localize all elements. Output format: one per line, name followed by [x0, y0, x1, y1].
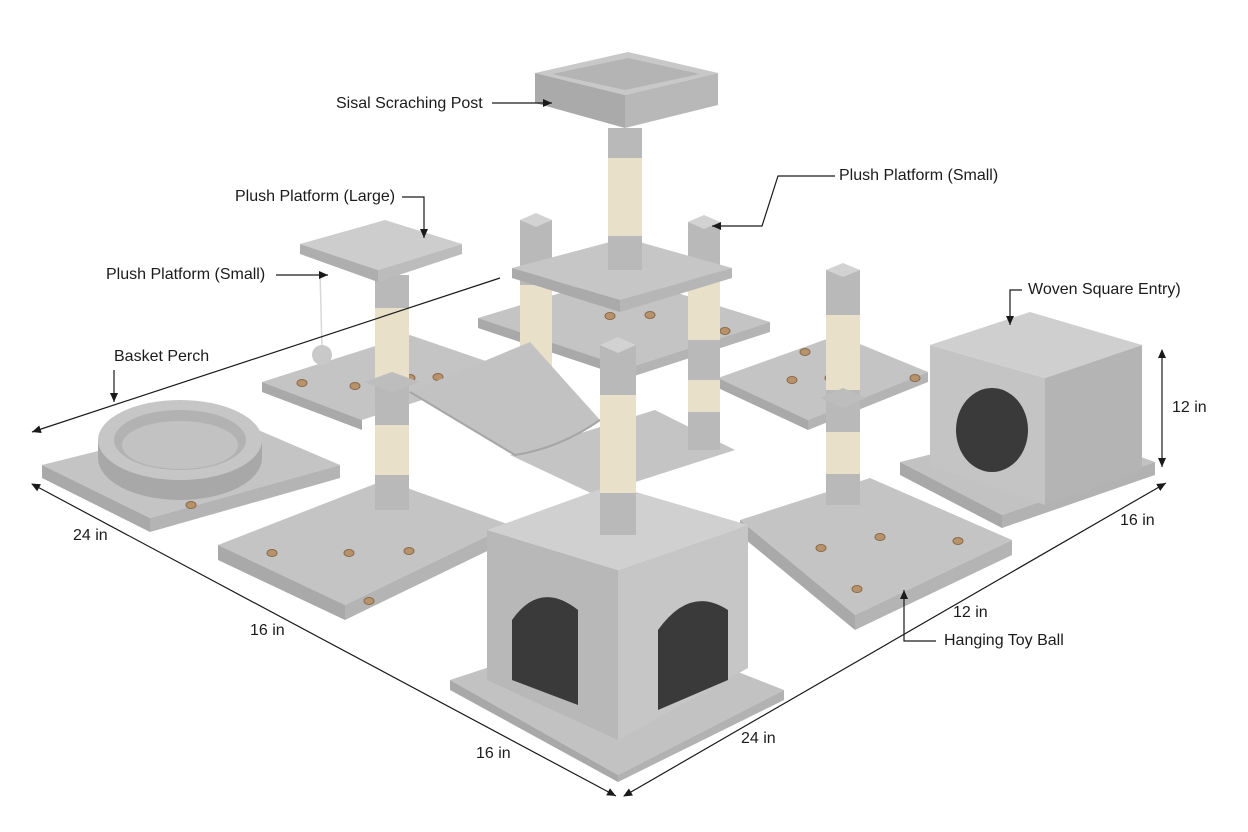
hammock [409, 342, 601, 457]
label-plush-platform-small-left: Plush Platform (Small) [106, 266, 266, 283]
basket-perch-bed [98, 400, 262, 500]
dimension-box-height: 12 in [1172, 399, 1207, 416]
platform-right-back [718, 335, 928, 430]
label-sisal-scratching-post: Sisal Scraching Post [336, 95, 483, 112]
dimension-right-inner: 12 in [953, 604, 988, 621]
label-plush-platform-small-right: Plush Platform (Small) [839, 167, 999, 184]
label-plush-platform-large: Plush Platform (Large) [235, 188, 396, 205]
tower-top-basket [535, 52, 718, 128]
front-post [600, 337, 636, 535]
dimension-left-inner: 16 in [250, 622, 285, 639]
label-hanging-toy-ball: Hanging Toy Ball [944, 632, 1064, 649]
dimension-front-left: 16 in [476, 745, 511, 762]
label-woven-square-entry: Woven Square Entry) [1028, 281, 1181, 298]
dimension-lines [31, 277, 1167, 797]
tower-top-post [608, 128, 642, 270]
platform-front-left [218, 480, 510, 620]
dimension-right-outer: 16 in [1120, 512, 1155, 529]
right-cube [900, 312, 1155, 528]
label-basket-perch: Basket Perch [114, 348, 210, 365]
dimension-front-right: 24 in [741, 730, 776, 747]
dimension-left-outer: 24 in [73, 527, 108, 544]
